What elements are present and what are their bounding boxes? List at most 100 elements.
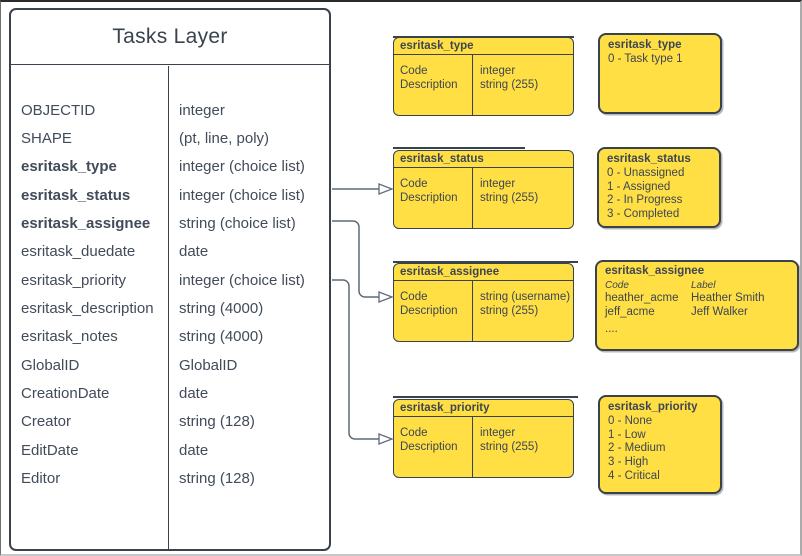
value-item: 1 - Assigned: [607, 180, 671, 193]
field-type: string (4000): [179, 300, 264, 318]
field-name: esritask_status: [21, 186, 131, 204]
field-label: Code: [400, 65, 428, 77]
domain-table-esritask-type: esritask_type Code Description integer s…: [393, 36, 574, 116]
field-type: date: [179, 385, 209, 403]
field-name: esritask_duedate: [21, 243, 136, 261]
value-list-title: esritask_priority: [608, 401, 698, 413]
value-list-title: esritask_type: [608, 39, 682, 51]
field-name: esritask_description: [21, 300, 154, 318]
domain-field-types: string (username) string (255): [472, 281, 573, 341]
field-type: integer (choice list): [179, 158, 305, 176]
domain-table-body: Code Description integer string (255): [394, 55, 573, 115]
field-type: string (choice list): [179, 215, 296, 233]
domain-table-title: esritask_type: [394, 38, 573, 55]
value-list-esritask-priority: esritask_priority 0 - None 1 - Low 2 - M…: [598, 395, 722, 494]
decorative-line: [393, 261, 578, 263]
assignee-table: Code Label heather_acme Heather Smith je…: [605, 279, 793, 320]
value-list-esritask-type: esritask_type 0 - Task type 1: [598, 33, 722, 114]
value-item: 0 - Task type 1: [608, 52, 683, 65]
connector-priority: [332, 279, 379, 440]
domain-field-names: Code Description: [394, 55, 472, 115]
field-name: CreationDate: [21, 385, 110, 403]
field-type: date: [179, 441, 209, 459]
field-name: esritask_type: [21, 158, 117, 176]
type-label: integer: [480, 178, 516, 190]
value-item: 1 - Low: [608, 428, 646, 441]
value-item: 2 - Medium: [608, 442, 666, 455]
value-list-title: esritask_assignee: [605, 265, 705, 277]
field-label: Description: [400, 304, 458, 317]
domain-field-types: integer string (255): [472, 417, 573, 477]
domain-table-esritask-assignee: esritask_assignee Code Description strin…: [393, 261, 578, 342]
type-label: string (255): [480, 78, 539, 91]
domain-field-types: integer string (255): [472, 55, 573, 115]
field-name: esritask_priority: [21, 271, 127, 289]
more-indicator: ....: [605, 323, 618, 336]
field-name: esritask_notes: [21, 328, 118, 346]
type-label: string (255): [480, 191, 539, 204]
field-row: CreationDate date: [11, 379, 329, 407]
field-name: Editor: [21, 470, 61, 488]
field-row: EditDate date: [11, 436, 329, 464]
type-label: integer: [480, 427, 516, 439]
value-list-esritask-status: esritask_status 0 - Unassigned 1 - Assig…: [597, 147, 721, 228]
value-item: 0 - Unassigned: [607, 166, 685, 179]
value-list-esritask-assignee: esritask_assignee Code Label heather_acm…: [595, 260, 799, 351]
field-label: Code: [400, 291, 428, 303]
field-type: integer (choice list): [179, 186, 305, 204]
field-type: GlobalID: [179, 356, 238, 374]
field-type: (pt, line, poly): [179, 130, 270, 148]
field-row: esritask_description string (4000): [11, 294, 329, 322]
assignee-label: Heather Smith: [691, 291, 765, 304]
domain-field-names: Code Description: [394, 417, 472, 477]
field-row: esritask_status integer (choice list): [11, 181, 329, 209]
arrowhead-assignee: [378, 291, 394, 303]
field-name: EditDate: [21, 441, 79, 459]
value-item: 4 - Critical: [608, 469, 660, 482]
label-column-header: Label: [691, 279, 716, 291]
type-label: string (255): [480, 304, 539, 317]
field-name: OBJECTID: [21, 101, 96, 119]
field-row: esritask_type integer (choice list): [11, 153, 329, 181]
decorative-line: [393, 36, 574, 38]
field-type: integer: [179, 101, 225, 119]
value-list-title: esritask_status: [607, 153, 691, 165]
field-row: OBJECTID integer: [11, 96, 329, 124]
value-item: 0 - None: [608, 414, 653, 427]
value-item: 3 - Completed: [607, 208, 680, 221]
field-name: GlobalID: [21, 356, 80, 374]
assignee-code: heather_acme: [605, 291, 679, 304]
field-label: Description: [400, 78, 458, 91]
field-row: esritask_notes string (4000): [11, 323, 329, 351]
tasks-layer-title: Tasks Layer: [11, 10, 329, 65]
domain-field-names: Code Description: [394, 168, 472, 228]
field-type: string (4000): [179, 328, 264, 346]
field-name: Creator: [21, 413, 72, 431]
column-divider: [168, 66, 169, 549]
domain-table-esritask-priority: esritask_priority Code Description integ…: [393, 395, 578, 478]
assignee-code: jeff_acme: [605, 305, 655, 318]
domain-table-body: Code Description integer string (255): [394, 417, 573, 477]
type-label: integer: [480, 65, 516, 77]
value-item: 3 - High: [608, 456, 649, 469]
domain-field-types: integer string (255): [472, 168, 573, 228]
value-item: 2 - In Progress: [607, 194, 683, 207]
decorative-line: [393, 395, 578, 398]
arrowhead-priority: [378, 433, 394, 445]
decorative-line: [393, 147, 525, 149]
code-column-header: Code: [605, 279, 629, 291]
field-label: Code: [400, 178, 428, 190]
field-row: GlobalID GlobalID: [11, 351, 329, 379]
connector-assignee: [332, 220, 379, 298]
field-label: Description: [400, 440, 458, 453]
type-label: string (255): [480, 440, 539, 453]
